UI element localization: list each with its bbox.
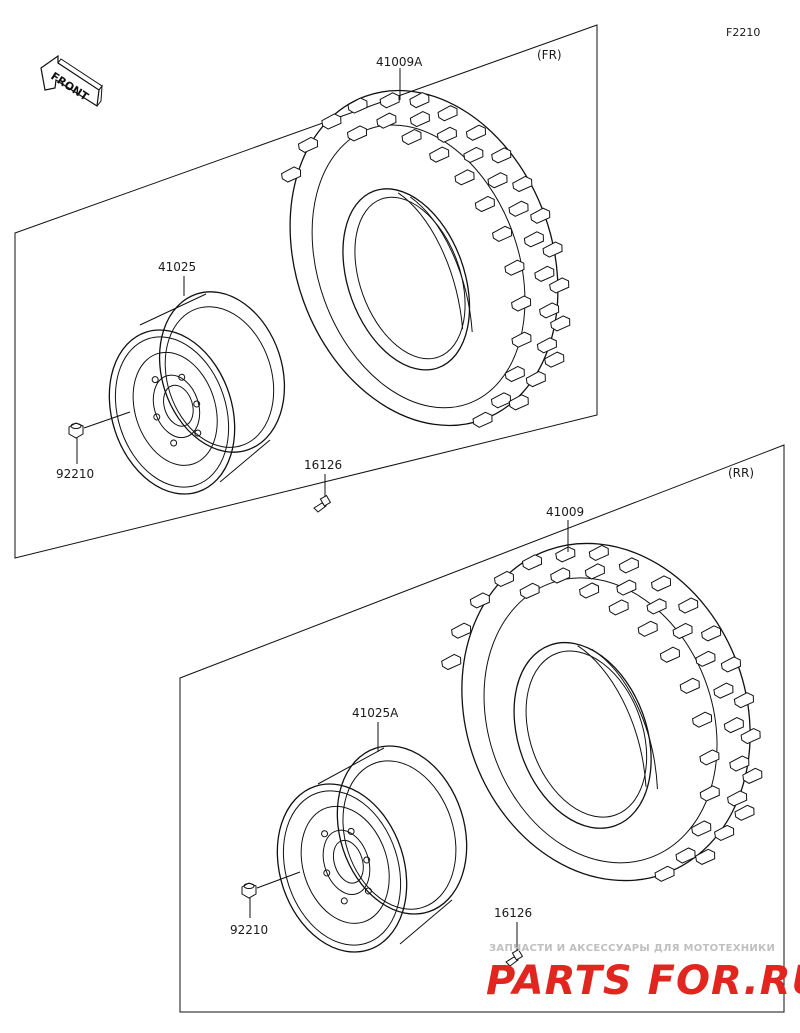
front-wheel-part-number: 41025 [158, 260, 196, 274]
watermark-caption: ЗАПЧАСТИ И АКСЕССУАРЫ ДЛЯ МОТОТЕХНИКИ [489, 943, 775, 954]
rear-nut-part-number: 92210 [230, 923, 268, 937]
nut-icon [241, 882, 257, 899]
rear-section-tag: (RR) [728, 466, 754, 480]
rear-tire-part-number: 41009 [546, 505, 584, 519]
rear-tire: 41009 [439, 505, 765, 884]
diagram-code: F2210 [726, 26, 760, 39]
valve-icon [313, 494, 332, 513]
watermark: ЗАПЧАСТИ И АКСЕССУАРЫ ДЛЯ МОТОТЕХНИКИ PA… [486, 943, 800, 1004]
front-arrow-icon: FRONT [40, 54, 103, 108]
front-tire-part-number: 41009A [376, 55, 423, 69]
valve-icon [505, 948, 524, 967]
front-wheel: 41025 [108, 260, 286, 495]
front-valve: 16126 [304, 458, 342, 513]
nut-icon [68, 422, 84, 439]
rear-panel: (RR) [179, 444, 785, 1013]
rear-valve: 16126 [494, 906, 532, 967]
rear-valve-part-number: 16126 [494, 906, 532, 920]
rear-wheel: 41025A [276, 706, 468, 953]
front-nut-part-number: 92210 [56, 467, 94, 481]
rear-wheel-part-number: 41025A [352, 706, 399, 720]
front-valve-part-number: 16126 [304, 458, 342, 472]
rear-nut: 92210 [230, 871, 301, 937]
front-tire: 41009A [279, 55, 573, 430]
front-section-tag: (FR) [537, 48, 562, 62]
front-panel: (FR) [14, 24, 598, 559]
front-nut: 92210 [56, 411, 131, 481]
watermark-logo: PARTS FOR.RU [486, 958, 800, 1004]
